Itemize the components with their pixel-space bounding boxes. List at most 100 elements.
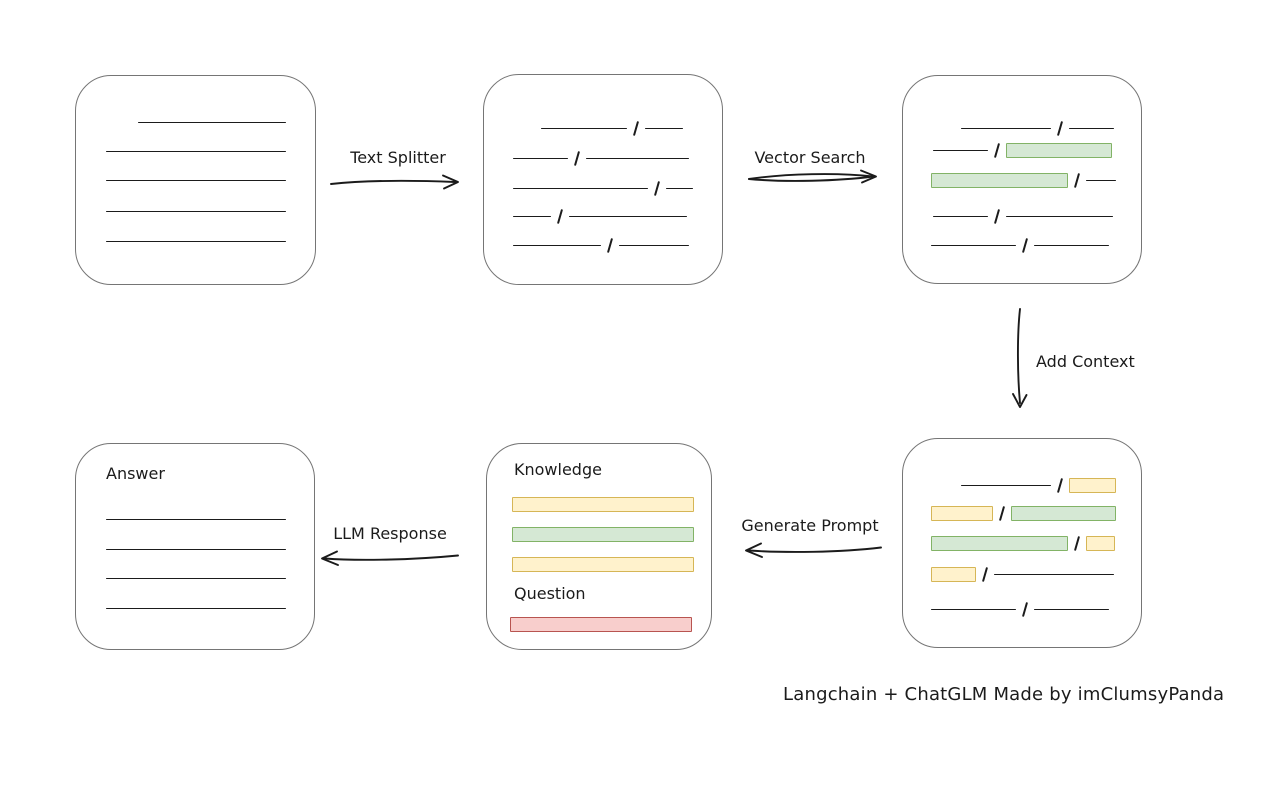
text-line xyxy=(645,127,683,129)
text-line xyxy=(666,187,693,189)
chunk-row xyxy=(510,616,692,632)
right-arrow-icon xyxy=(330,174,459,190)
text-line xyxy=(513,187,648,189)
chunk-row xyxy=(931,505,1116,521)
chunk-row xyxy=(512,556,694,572)
text-line xyxy=(106,607,286,609)
text-line xyxy=(1006,215,1113,217)
green-chunk xyxy=(512,526,694,542)
text-line xyxy=(106,150,286,152)
chunk-row xyxy=(931,566,1114,582)
chunk-row xyxy=(106,172,286,188)
text-line xyxy=(569,215,687,217)
chunk-row xyxy=(138,114,286,130)
red-chunk xyxy=(510,616,692,632)
double-right-arrow-icon xyxy=(748,169,877,184)
chunk-row xyxy=(931,172,1116,188)
text-line xyxy=(1069,127,1114,129)
chunk-row xyxy=(106,570,286,586)
chunk-row xyxy=(513,180,693,196)
chunk-row xyxy=(933,142,1112,158)
text-line xyxy=(541,127,627,129)
yellow-chunk xyxy=(931,566,976,582)
text-line xyxy=(513,244,601,246)
text-line xyxy=(106,518,286,520)
text-line xyxy=(586,157,689,159)
green-chunk xyxy=(931,172,1068,188)
prompt-node: Knowledge Question xyxy=(486,443,712,650)
chunk-row xyxy=(513,150,689,166)
yellow-chunk xyxy=(931,505,993,521)
chunk-row xyxy=(106,600,286,616)
chunk-row xyxy=(512,496,694,512)
slash-separator xyxy=(1021,237,1029,253)
answer-node: Answer xyxy=(75,443,315,650)
text-line xyxy=(994,573,1114,575)
slash-separator xyxy=(1056,477,1064,493)
chunk-row xyxy=(106,203,286,219)
chunk-row xyxy=(931,601,1109,617)
chunk-row xyxy=(961,120,1114,136)
text-line xyxy=(933,215,988,217)
add-context-label: Add Context xyxy=(1036,352,1135,371)
yellow-chunk xyxy=(512,496,694,512)
left-arrow-icon xyxy=(321,550,459,566)
down-arrow-icon xyxy=(1012,308,1028,408)
green-chunk xyxy=(931,535,1068,551)
yellow-chunk xyxy=(1069,477,1116,493)
text-line xyxy=(619,244,689,246)
chunk-row xyxy=(512,526,694,542)
slash-separator xyxy=(1056,120,1064,136)
chunk-row xyxy=(106,511,286,527)
text-line xyxy=(106,548,286,550)
vector-matches-node xyxy=(902,75,1142,284)
text-line xyxy=(961,484,1051,486)
text-line xyxy=(106,240,286,242)
vector-search-label: Vector Search xyxy=(754,148,866,167)
slash-separator xyxy=(993,208,1001,224)
chunk-row xyxy=(541,120,683,136)
knowledge-label: Knowledge xyxy=(514,460,602,479)
yellow-chunk xyxy=(1086,535,1115,551)
slash-separator xyxy=(606,237,614,253)
chunk-row xyxy=(513,208,687,224)
left-arrow-icon xyxy=(745,542,882,558)
llm-response-label: LLM Response xyxy=(333,524,447,543)
slash-separator xyxy=(632,120,640,136)
green-chunk xyxy=(1006,142,1112,158)
diagram-caption: Langchain + ChatGLM Made by imClumsyPand… xyxy=(783,684,1225,705)
slash-separator xyxy=(653,180,661,196)
yellow-chunk xyxy=(512,556,694,572)
question-label: Question xyxy=(514,584,586,603)
green-chunk xyxy=(1011,505,1116,521)
text-line xyxy=(931,244,1016,246)
slash-separator xyxy=(1073,535,1081,551)
text-splitter-label: Text Splitter xyxy=(350,148,446,167)
text-line xyxy=(961,127,1051,129)
chunk-row xyxy=(106,143,286,159)
chunk-row xyxy=(106,233,286,249)
text-line xyxy=(106,210,286,212)
chunk-row xyxy=(513,237,689,253)
text-line xyxy=(931,608,1016,610)
chunk-row xyxy=(931,237,1109,253)
generate-prompt-label: Generate Prompt xyxy=(741,516,879,535)
chunk-row xyxy=(961,477,1116,493)
context-node xyxy=(902,438,1142,648)
slash-separator xyxy=(556,208,564,224)
answer-label: Answer xyxy=(106,464,165,483)
slash-separator xyxy=(998,505,1006,521)
chunk-row xyxy=(106,541,286,557)
document-node xyxy=(75,75,316,285)
text-line xyxy=(138,121,286,123)
slash-separator xyxy=(981,566,989,582)
slash-separator xyxy=(573,150,581,166)
split-chunks-node xyxy=(483,74,723,285)
text-line xyxy=(933,149,988,151)
text-line xyxy=(513,215,551,217)
slash-separator xyxy=(993,142,1001,158)
text-line xyxy=(1086,179,1116,181)
slash-separator xyxy=(1073,172,1081,188)
chunk-row xyxy=(933,208,1113,224)
